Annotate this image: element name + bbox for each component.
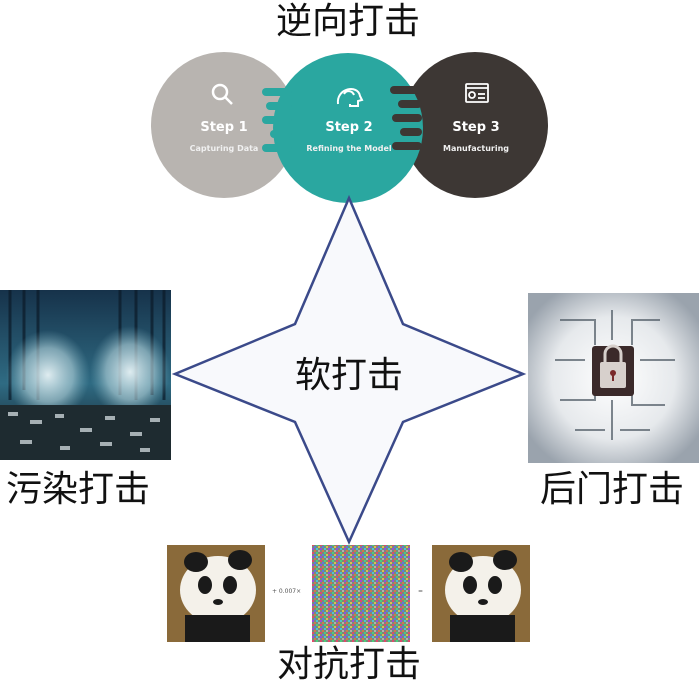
pollution-attack-label: 污染打击 (6, 469, 151, 510)
magnifier-icon (211, 83, 233, 105)
adversarial-attack-label: 对抗打击 (277, 644, 422, 685)
settings-window-icon (465, 83, 489, 103)
panda-image-original (167, 545, 265, 642)
step-2-title: Step 2 (325, 120, 373, 135)
four-point-star (171, 194, 527, 546)
step-1-title: Step 1 (200, 120, 248, 135)
equals-sign: = (418, 588, 424, 595)
step-3-subtitle: Manufacturing (443, 144, 509, 153)
step-3-circle (402, 52, 548, 198)
panda-image-adversarial (432, 545, 530, 642)
connector-bars-left (262, 88, 292, 152)
soft-attack-label: 软打击 (295, 355, 404, 396)
reverse-attack-label: 逆向打击 (276, 1, 421, 42)
step-2-circle (273, 53, 423, 203)
brain-head-icon (336, 88, 364, 107)
connector-bars-right (390, 86, 422, 150)
pollution-image (0, 290, 171, 460)
step-1-circle (151, 52, 297, 198)
backdoor-image (528, 293, 699, 463)
multiplier-text: + 0.007× (272, 588, 302, 595)
step-3-title: Step 3 (452, 120, 500, 135)
backdoor-attack-label: 后门打击 (540, 469, 685, 510)
noise-image (312, 545, 410, 642)
step-2-subtitle: Refining the Model (306, 144, 392, 153)
step-1-subtitle: Capturing Data (189, 144, 259, 153)
